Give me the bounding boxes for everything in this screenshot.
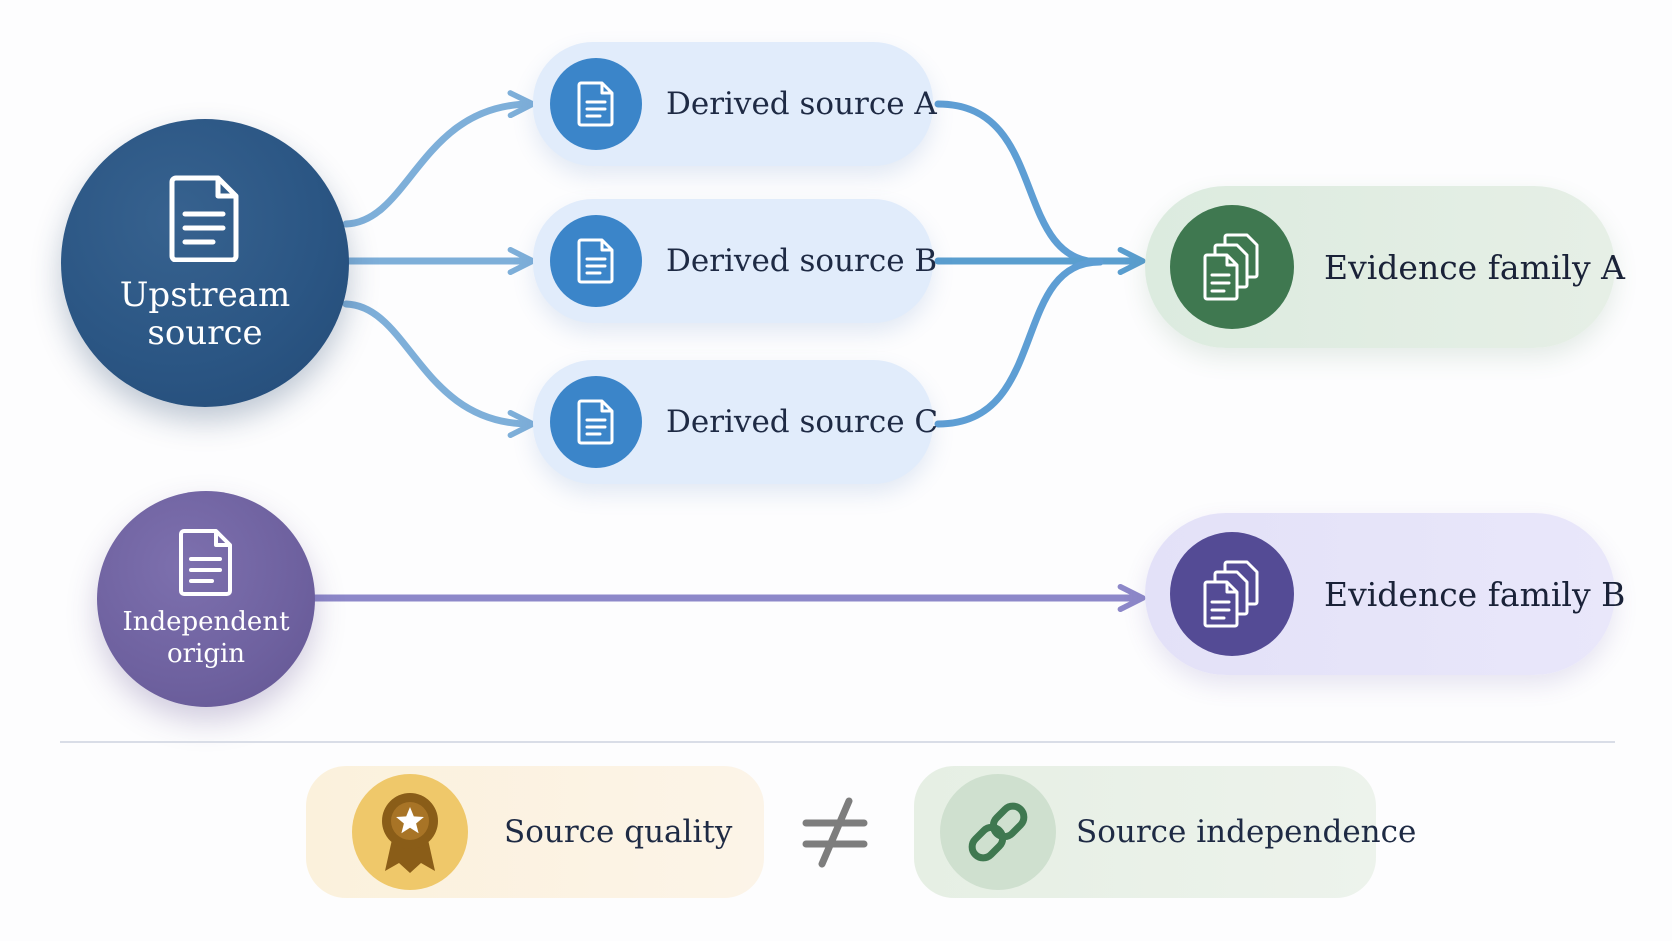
independent-origin-node: Independent origin <box>97 491 315 707</box>
evidence-family-b-label: Evidence family B <box>1324 574 1626 614</box>
document-icon <box>577 81 614 127</box>
upstream-source-node: Upstream source <box>61 119 349 407</box>
derived-source-c-node: Derived source C <box>533 360 938 484</box>
documents-stack-icon <box>1203 233 1259 301</box>
source-independence-badge <box>940 774 1056 890</box>
not-equal-icon <box>802 797 868 868</box>
derived-source-a-icon-circle <box>550 58 642 150</box>
legend-source-independence: Source independence <box>914 766 1416 898</box>
section-divider <box>60 741 1615 743</box>
independent-origin-label: Independent origin <box>122 607 290 669</box>
derived-source-c-label: Derived source C <box>666 404 939 440</box>
source-quality-label: Source quality <box>504 814 733 850</box>
evidence-family-b-node: Evidence family B <box>1145 513 1625 675</box>
derived-source-b-label: Derived source B <box>666 243 938 279</box>
arrow-derived-c-to-family-a <box>934 258 1104 428</box>
arrow-derived-a-to-family-a <box>934 100 1104 266</box>
document-icon <box>577 399 614 445</box>
arrow-upstream-to-derived-a <box>342 90 536 228</box>
source-independence-label: Source independence <box>1076 814 1417 850</box>
evidence-family-a-label: Evidence family A <box>1324 247 1625 287</box>
legend-source-quality: Source quality <box>306 766 764 898</box>
source-quality-badge <box>352 774 468 890</box>
award-ribbon-icon <box>382 793 438 873</box>
document-icon <box>179 529 232 596</box>
derived-source-c-icon-circle <box>550 376 642 468</box>
chain-link-icon <box>968 802 1028 862</box>
document-icon <box>169 175 239 262</box>
not-equal-symbol <box>800 796 870 868</box>
evidence-family-b-icon-circle <box>1170 532 1294 656</box>
evidence-family-a-node: Evidence family A <box>1145 186 1625 348</box>
derived-source-a-label: Derived source A <box>666 86 937 122</box>
upstream-source-label: Upstream source <box>119 275 291 353</box>
arrow-upstream-to-derived-c <box>342 300 536 438</box>
documents-stack-icon <box>1203 560 1259 628</box>
document-icon <box>577 238 614 284</box>
derived-source-a-node: Derived source A <box>533 42 937 166</box>
evidence-family-a-icon-circle <box>1170 205 1294 329</box>
derived-source-b-node: Derived source B <box>533 199 937 323</box>
derived-source-b-icon-circle <box>550 215 642 307</box>
